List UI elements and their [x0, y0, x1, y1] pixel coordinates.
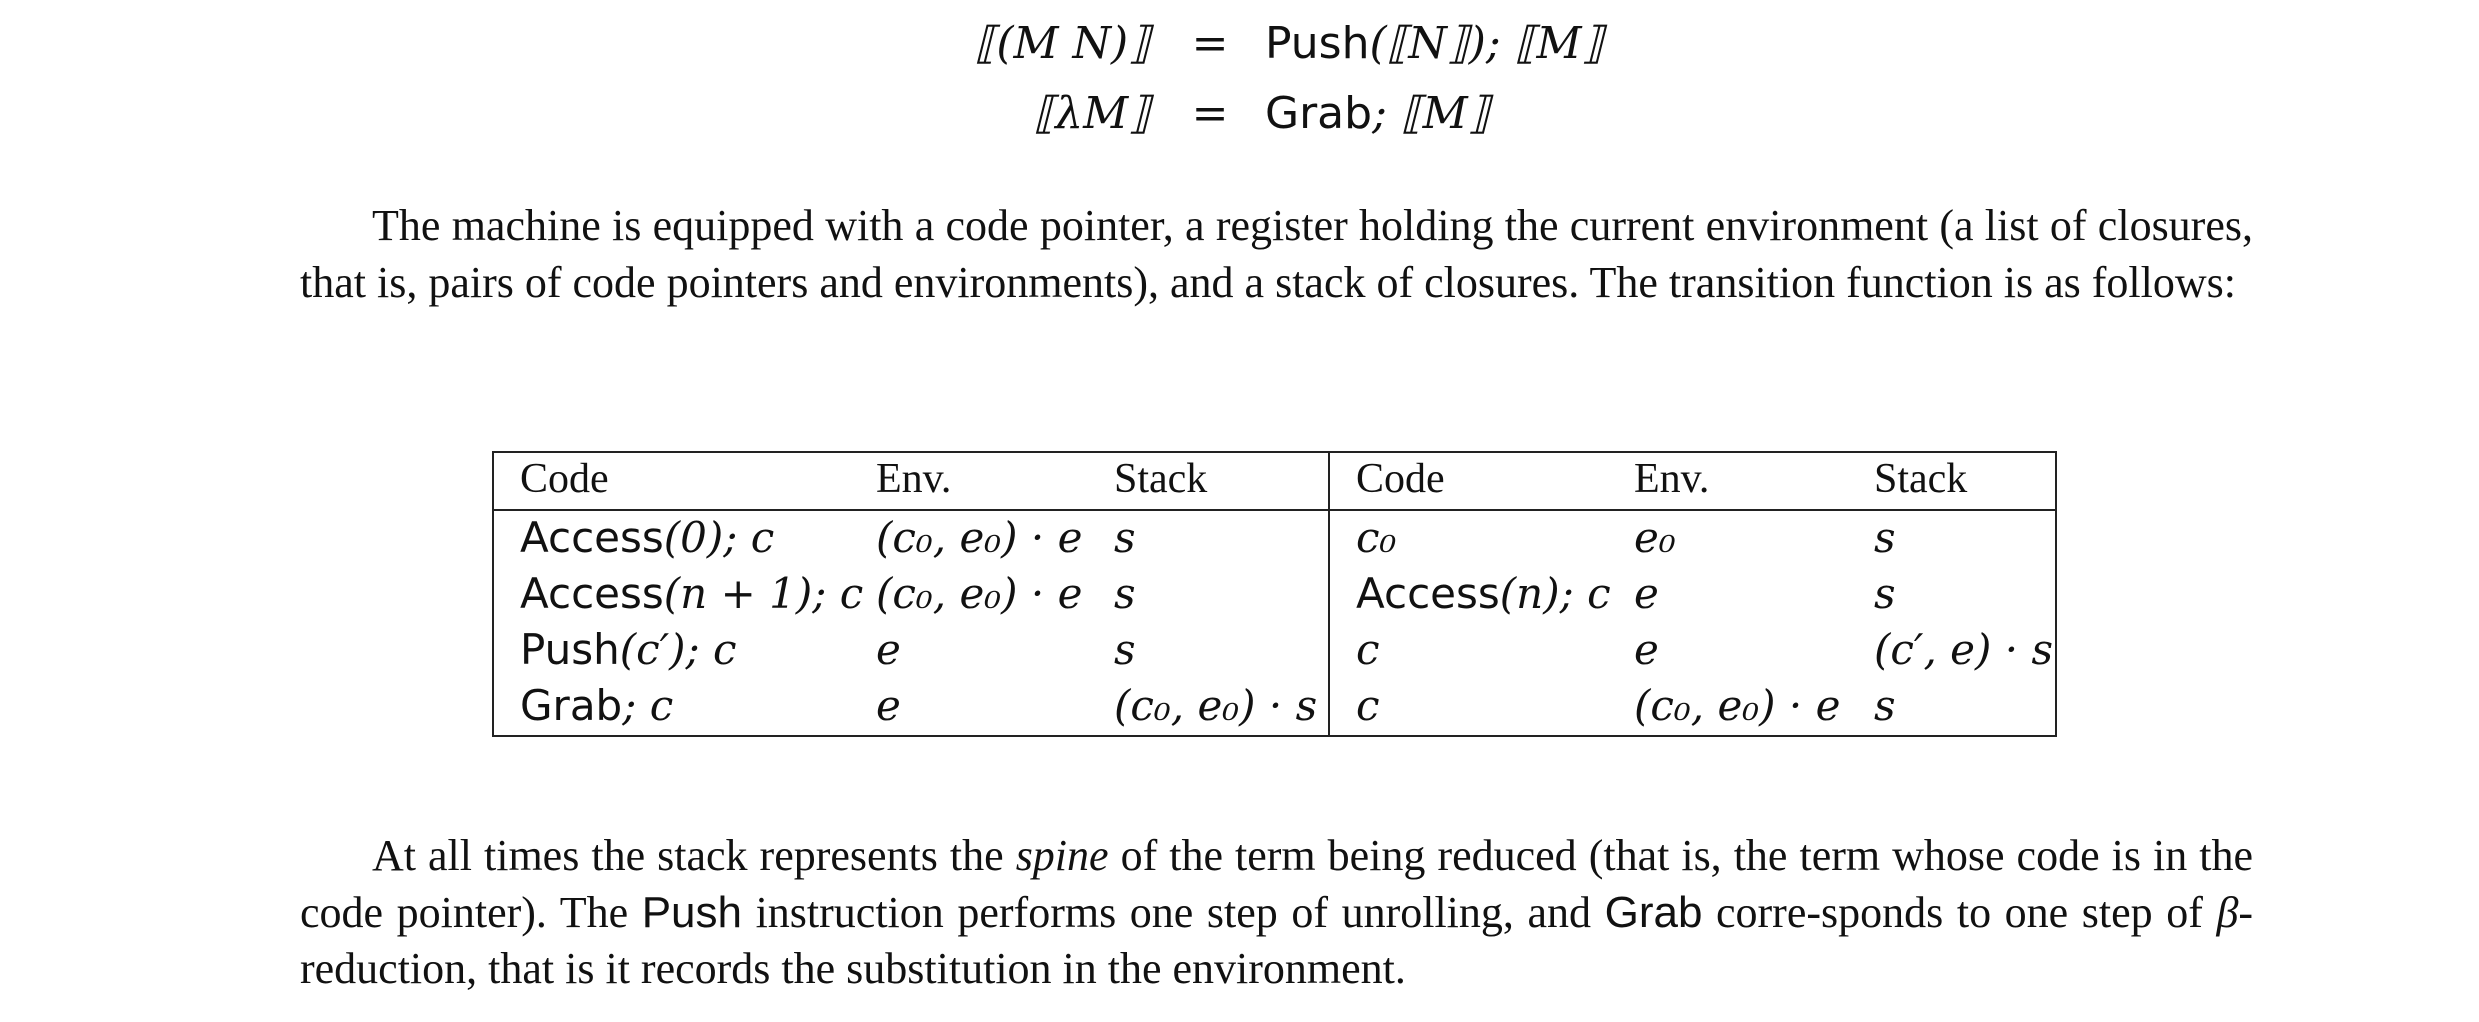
equation-rhs-rest: (⟦N⟧); ⟦M⟧: [1369, 18, 1604, 69]
push-keyword: Push: [1265, 18, 1370, 69]
paragraph-stack-spine: At all times the stack represents the sp…: [300, 831, 2254, 993]
header-env-right: Env.: [1634, 456, 1710, 502]
table-cell-env: e: [1634, 625, 1659, 674]
table-cell-env: (c₀, e₀) · e: [876, 569, 1083, 618]
equation-rhs: Push(⟦N⟧); ⟦M⟧: [1265, 18, 1603, 69]
table-cell-env: e: [1634, 569, 1659, 618]
table-cell-env: e₀: [1634, 513, 1676, 562]
table-cell-stack: s: [1114, 569, 1136, 618]
equation-rhs: Grab; ⟦M⟧: [1265, 88, 1490, 139]
table-cell-env: (c₀, e₀) · e: [1634, 681, 1841, 730]
table-cell-code: c: [1356, 625, 1380, 674]
equation-lhs: ⟦λM⟧: [1033, 88, 1150, 139]
table-cell-stack: s: [1874, 569, 1896, 618]
header-stack-right: Stack: [1874, 456, 1968, 502]
table-cell-env: e: [876, 681, 901, 730]
table-cell-code: Push(c′); c: [520, 625, 737, 674]
table-column-divider: [1328, 453, 1330, 735]
equation-equals: =: [1191, 88, 1229, 139]
table-cell-code: Grab; c: [520, 681, 674, 730]
table-cell-stack: (c′, e) · s: [1874, 625, 2053, 674]
table-cell-stack: s: [1114, 625, 1136, 674]
table-cell-code: Access(n); c: [1356, 569, 1611, 618]
table-cell-stack: s: [1874, 681, 1896, 730]
equation-rhs-rest: ; ⟦M⟧: [1372, 88, 1490, 139]
transition-table: Code Env. Stack Code Env. Stack Access(0…: [492, 451, 2057, 737]
header-code-left: Code: [520, 456, 609, 502]
table-cell-code: c₀: [1356, 513, 1397, 562]
table-cell-code: c: [1356, 681, 1380, 730]
grab-keyword: Grab: [1265, 88, 1373, 139]
equation-application: ⟦(M N)⟧ = Push(⟦N⟧); ⟦M⟧: [750, 18, 1650, 78]
spine-emphasis: spine: [1015, 831, 1109, 880]
equation-abstraction: ⟦λM⟧ = Grab; ⟦M⟧: [750, 88, 1650, 148]
table-cell-code: Access(0); c: [520, 513, 775, 562]
header-stack-left: Stack: [1114, 456, 1208, 502]
table-cell-code: Access(n + 1); c: [520, 569, 864, 618]
table-cell-stack: s: [1114, 513, 1136, 562]
equation-lhs: ⟦(M N)⟧: [974, 18, 1150, 69]
paragraph-machine-description: The machine is equipped with a code poin…: [300, 201, 2253, 307]
beta-symbol: β: [2216, 887, 2239, 937]
grab-keyword: Grab: [1604, 887, 1703, 937]
header-env-left: Env.: [876, 456, 952, 502]
table-cell-env: (c₀, e₀) · e: [876, 513, 1083, 562]
table-cell-stack: s: [1874, 513, 1896, 562]
table-cell-env: e: [876, 625, 901, 674]
equation-equals: =: [1191, 18, 1229, 69]
header-code-right: Code: [1356, 456, 1445, 502]
table-header-divider: [494, 509, 2055, 511]
table-cell-stack: (c₀, e₀) · s: [1114, 681, 1318, 730]
push-keyword: Push: [641, 887, 742, 937]
